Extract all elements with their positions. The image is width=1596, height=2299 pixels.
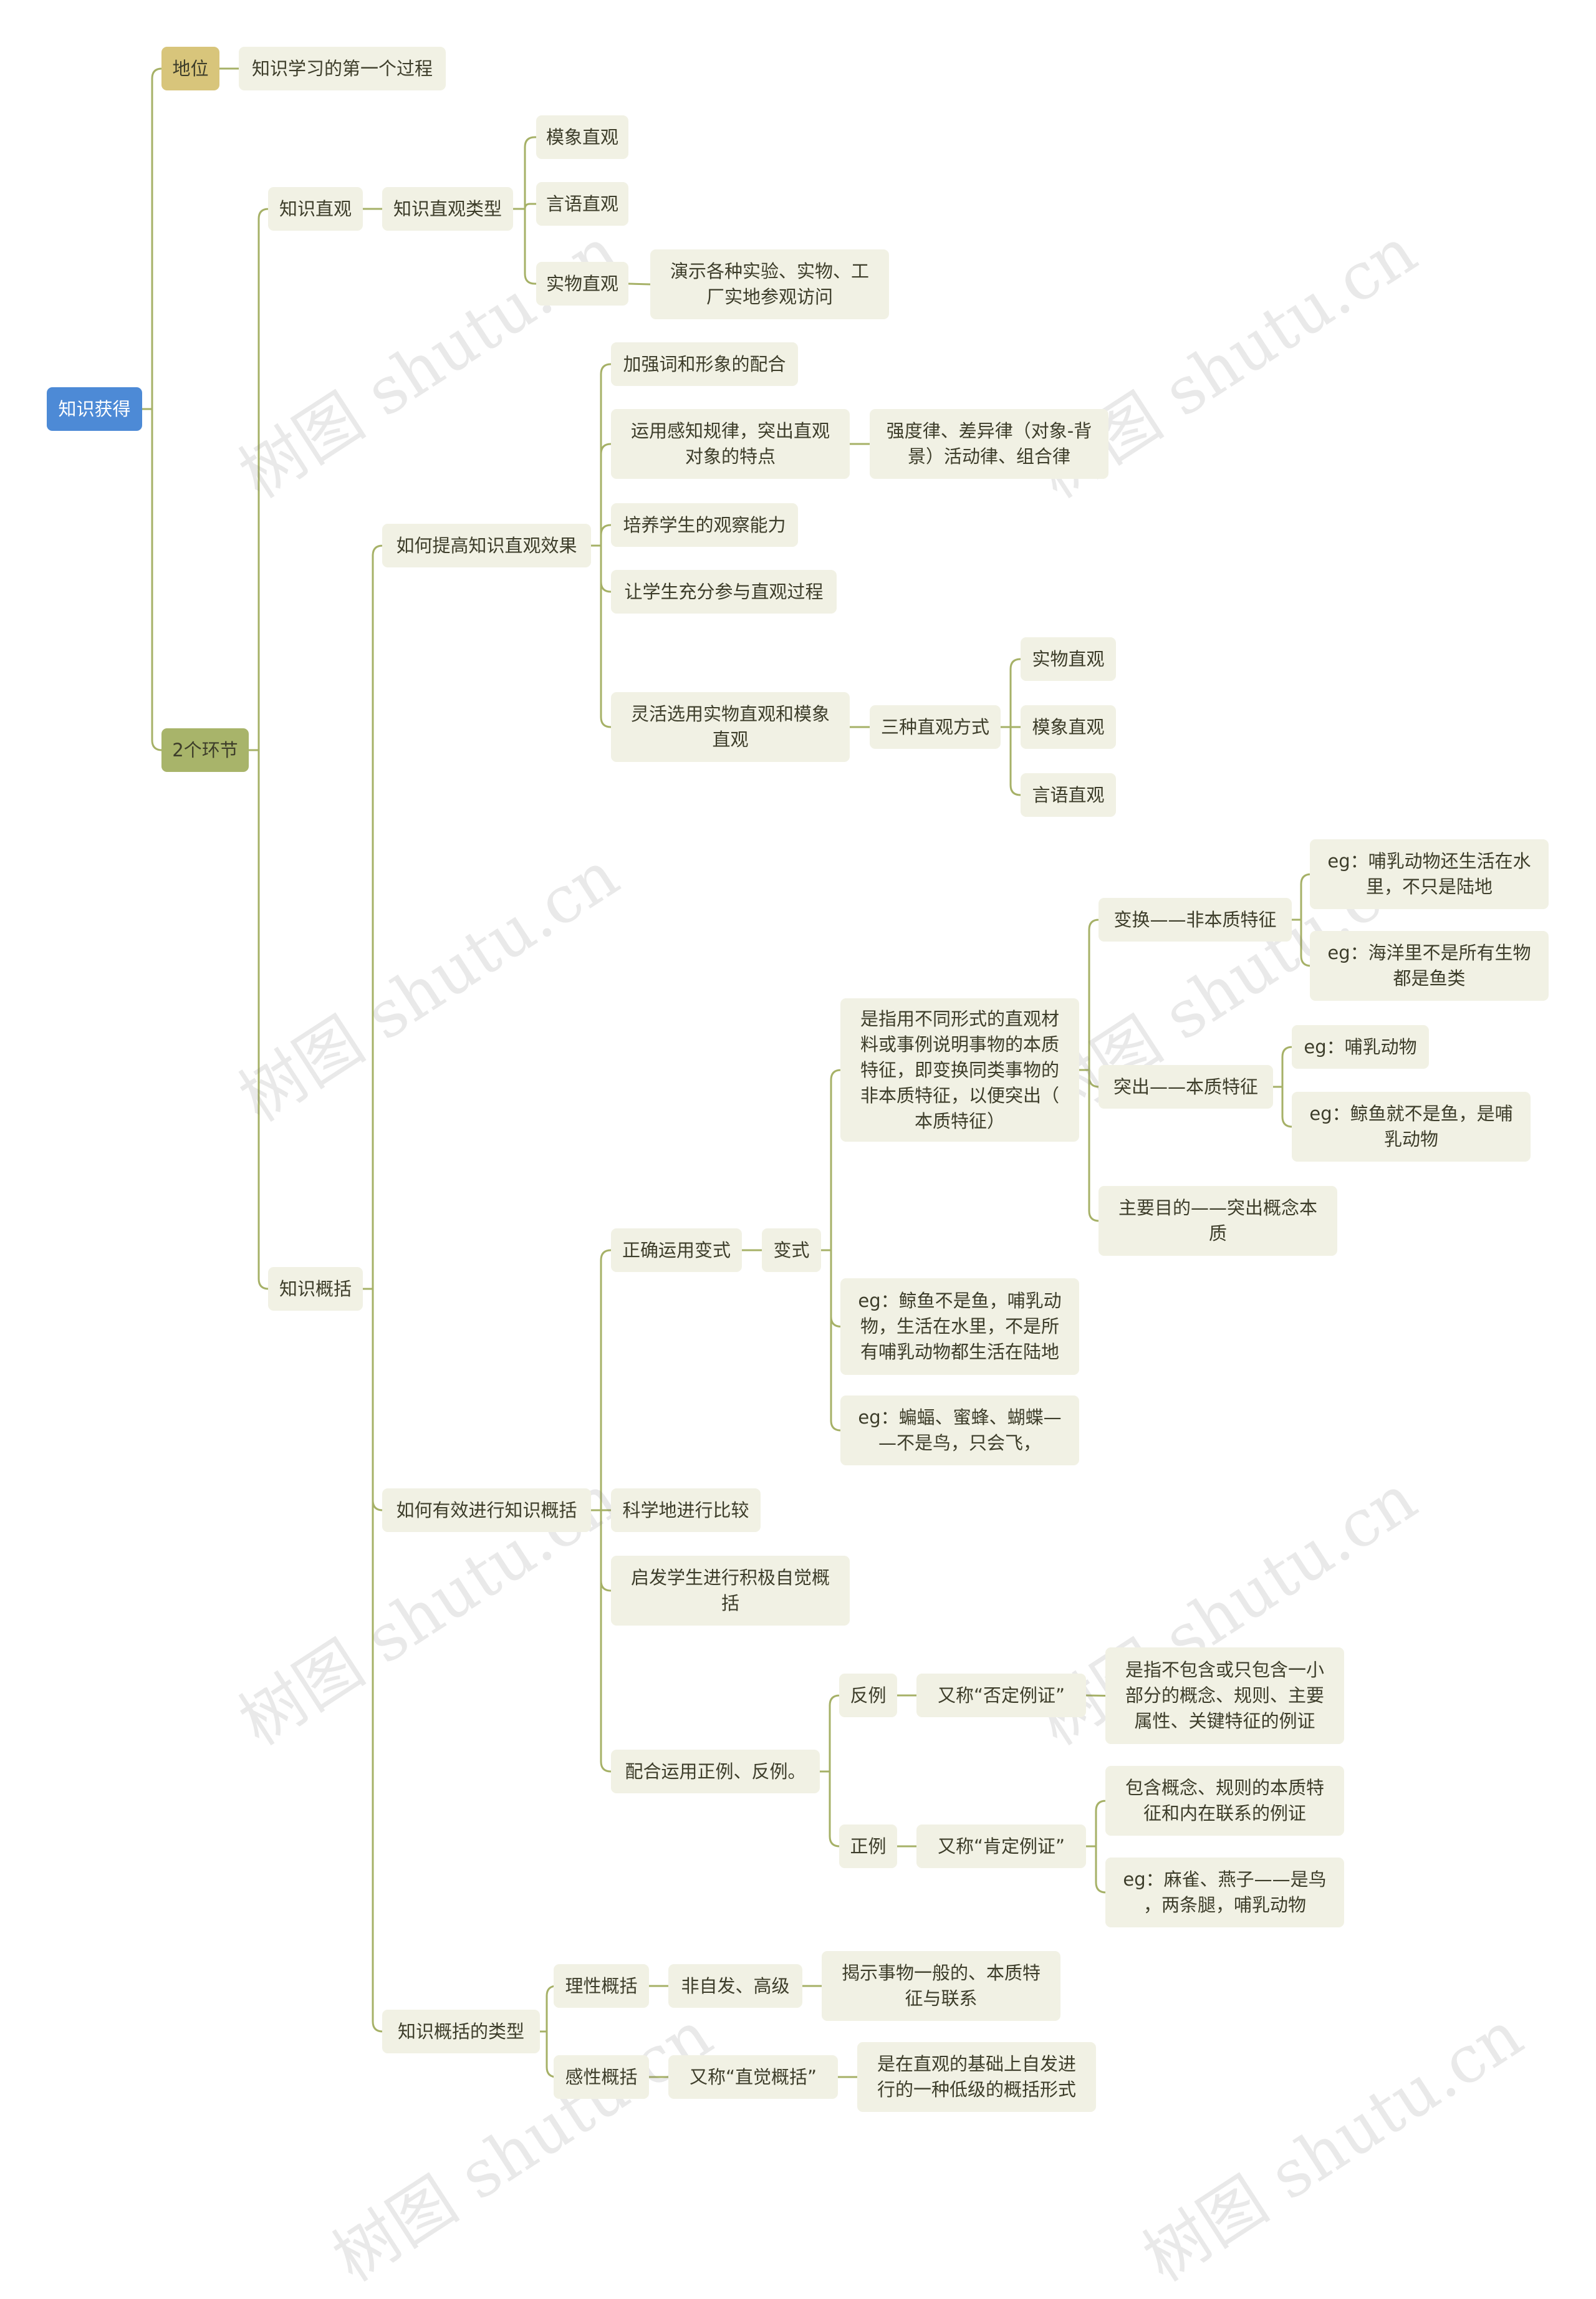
generalization-types[interactable]: 知识概括的类型	[382, 2010, 540, 2053]
connector-line	[1009, 658, 1021, 727]
three-intuition-ways[interactable]: 三种直观方式	[870, 705, 1001, 749]
connector-line	[830, 1250, 842, 1432]
branch-two-links[interactable]: 2个环节	[161, 728, 249, 772]
connector-line	[830, 1250, 842, 1328]
inspire-generalization[interactable]: 启发学生进行积极自觉概 括	[611, 1556, 850, 1626]
positive-example-alias[interactable]: 又称“肯定例证”	[916, 1824, 1086, 1868]
object-intuition-examples[interactable]: 演示各种实验、实物、工 厂实地参观访问	[650, 249, 889, 319]
connector-line	[600, 363, 612, 546]
knowledge-intuition[interactable]: 知识直观	[268, 187, 363, 231]
rational-description[interactable]: 揭示事物一般的、本质特 征与联系	[822, 1951, 1060, 2021]
connector-line	[829, 1771, 840, 1848]
improve-intuition-effect[interactable]: 如何提高知识直观效果	[382, 524, 591, 567]
connector-line	[600, 546, 612, 728]
connector-line	[1088, 1070, 1100, 1222]
variation-example-1[interactable]: eg：鲸鱼不是鱼，哺乳动 物，生活在水里，不是所 有哺乳动物都生活在陆地	[840, 1278, 1079, 1375]
intuition-method-3[interactable]: 培养学生的观察能力	[611, 503, 798, 547]
perceptual-description[interactable]: 是在直观的基础上自发进 行的一种低级的概括形式	[857, 2042, 1096, 2112]
connector-line	[600, 443, 612, 546]
connector-line	[600, 546, 612, 593]
rational-traits[interactable]: 非自发、高级	[668, 1964, 802, 2008]
positive-negative-examples[interactable]: 配合运用正例、反例。	[611, 1750, 820, 1793]
way-model-intuition[interactable]: 模象直观	[1021, 705, 1116, 749]
perceptual-alias[interactable]: 又称“直觉概括”	[668, 2055, 838, 2099]
root-node[interactable]: 知识获得	[47, 387, 142, 431]
intuition-method-4[interactable]: 让学生充分参与直观过程	[611, 570, 837, 614]
positive-example-definition[interactable]: 包含概念、规则的本质特 征和内在联系的例证	[1105, 1766, 1344, 1836]
transform-example-2[interactable]: eg：海洋里不是所有生物 都是鱼类	[1310, 931, 1549, 1001]
connector-line	[524, 136, 536, 209]
object-intuition[interactable]: 实物直观	[536, 262, 628, 306]
connector-line	[1088, 1070, 1100, 1088]
intuition-types[interactable]: 知识直观类型	[382, 187, 513, 231]
connector-line	[1281, 1046, 1293, 1087]
verbal-intuition[interactable]: 言语直观	[536, 182, 628, 226]
connector-line	[151, 67, 163, 409]
use-variation[interactable]: 正确运用变式	[611, 1228, 742, 1272]
position-description[interactable]: 知识学习的第一个过程	[239, 47, 446, 90]
negative-example[interactable]: 反例	[839, 1674, 897, 1717]
connector-line	[830, 1069, 842, 1250]
intuition-method-5[interactable]: 灵活选用实物直观和模象 直观	[611, 692, 850, 762]
intuition-method-1[interactable]: 加强词和形象的配合	[611, 342, 798, 386]
positive-example[interactable]: 正例	[839, 1824, 897, 1868]
variation[interactable]: 变式	[762, 1228, 821, 1272]
connector-line	[1085, 1694, 1107, 1697]
connector-line	[372, 1289, 383, 2033]
negative-example-alias[interactable]: 又称“否定例证”	[916, 1674, 1086, 1717]
connector-line	[372, 544, 383, 1289]
connector-line	[1281, 1087, 1293, 1128]
connector-line	[372, 1289, 383, 1511]
rational-generalization[interactable]: 理性概括	[554, 1964, 649, 2008]
scientific-comparison[interactable]: 科学地进行比较	[611, 1488, 761, 1532]
highlight-example-2[interactable]: eg：鲸鱼就不是鱼，是哺 乳动物	[1292, 1092, 1531, 1162]
perceptual-generalization[interactable]: 感性概括	[554, 2055, 649, 2099]
highlight-example-1[interactable]: eg：哺乳动物	[1292, 1025, 1429, 1069]
effective-generalization[interactable]: 如何有效进行知识概括	[382, 1488, 591, 1532]
way-object-intuition[interactable]: 实物直观	[1021, 637, 1116, 681]
variation-example-2[interactable]: eg：蝙蝠、蜜蜂、蝴蝶— —不是鸟，只会飞，	[840, 1395, 1079, 1465]
negative-example-definition[interactable]: 是指不包含或只包含一小 部分的概念、规则、主要 属性、关键特征的例证	[1105, 1647, 1344, 1744]
connector-line	[1095, 1800, 1107, 1846]
perception-laws[interactable]: 强度律、差异律（对象-背 景）活动律、组合律	[870, 409, 1108, 479]
variation-definition[interactable]: 是指用不同形式的直观材 料或事例说明事物的本质 特征，即变换同类事物的 非本质特…	[840, 998, 1079, 1142]
connector-line	[600, 524, 612, 546]
connector-line	[600, 1510, 612, 1592]
connector-line	[151, 409, 163, 751]
transform-example-1[interactable]: eg：哺乳动物还生活在水 里，不只是陆地	[1310, 839, 1549, 909]
connector-line	[829, 1694, 840, 1771]
connector-line	[257, 750, 269, 1290]
branch-position[interactable]: 地位	[161, 47, 219, 90]
knowledge-generalization[interactable]: 知识概括	[268, 1267, 363, 1311]
connector-line	[600, 1249, 612, 1510]
connector-line	[524, 209, 536, 285]
model-intuition[interactable]: 模象直观	[536, 115, 628, 159]
main-purpose[interactable]: 主要目的——突出概念本 质	[1098, 1186, 1337, 1256]
connector-line	[1009, 727, 1021, 796]
highlight-essential[interactable]: 突出——本质特征	[1098, 1065, 1273, 1109]
connector-lines	[141, 67, 1312, 2078]
transform-nonessential[interactable]: 变换——非本质特征	[1098, 898, 1292, 942]
connector-line	[600, 1510, 612, 1773]
connector-line	[1088, 918, 1100, 1070]
intuition-method-2[interactable]: 运用感知规律，突出直观 对象的特点	[611, 409, 850, 479]
connector-line	[257, 208, 269, 750]
connector-line	[524, 203, 536, 210]
connector-line	[1095, 1846, 1107, 1894]
way-verbal-intuition[interactable]: 言语直观	[1021, 773, 1116, 817]
positive-example-sample[interactable]: eg：麻雀、燕子——是鸟 ，两条腿，哺乳动物	[1105, 1858, 1344, 1927]
